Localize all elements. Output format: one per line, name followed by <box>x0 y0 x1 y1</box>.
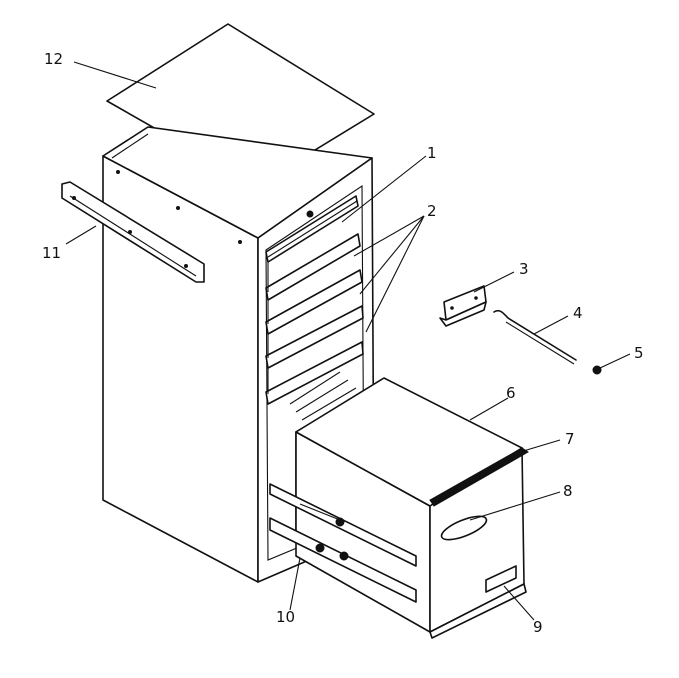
part-label-holder <box>485 565 517 593</box>
callout-11: 11 <box>42 244 61 262</box>
part-side-handle <box>61 181 205 283</box>
part-file-drawer <box>269 377 529 639</box>
part-cabinet-body <box>102 126 375 583</box>
callout-6: 6 <box>506 384 516 402</box>
callout-labels: 12 1 2 11 3 4 5 6 7 8 9 10 <box>42 50 644 636</box>
callout-10: 10 <box>276 608 295 626</box>
part-bracket <box>439 285 487 327</box>
callout-8: 8 <box>563 482 573 500</box>
callout-5: 5 <box>634 344 644 362</box>
part-knob <box>592 365 602 375</box>
callout-7: 7 <box>565 430 575 448</box>
callout-4: 4 <box>573 304 583 322</box>
callout-2: 2 <box>427 202 437 220</box>
callout-1: 1 <box>427 144 437 162</box>
part-drawer-handle <box>440 515 488 541</box>
callout-12: 12 <box>44 50 63 68</box>
part-rod <box>493 309 577 365</box>
part-drawer-rails <box>265 195 364 405</box>
callout-leader-lines <box>65 61 631 621</box>
callout-9: 9 <box>533 618 543 636</box>
callout-3: 3 <box>519 260 529 278</box>
